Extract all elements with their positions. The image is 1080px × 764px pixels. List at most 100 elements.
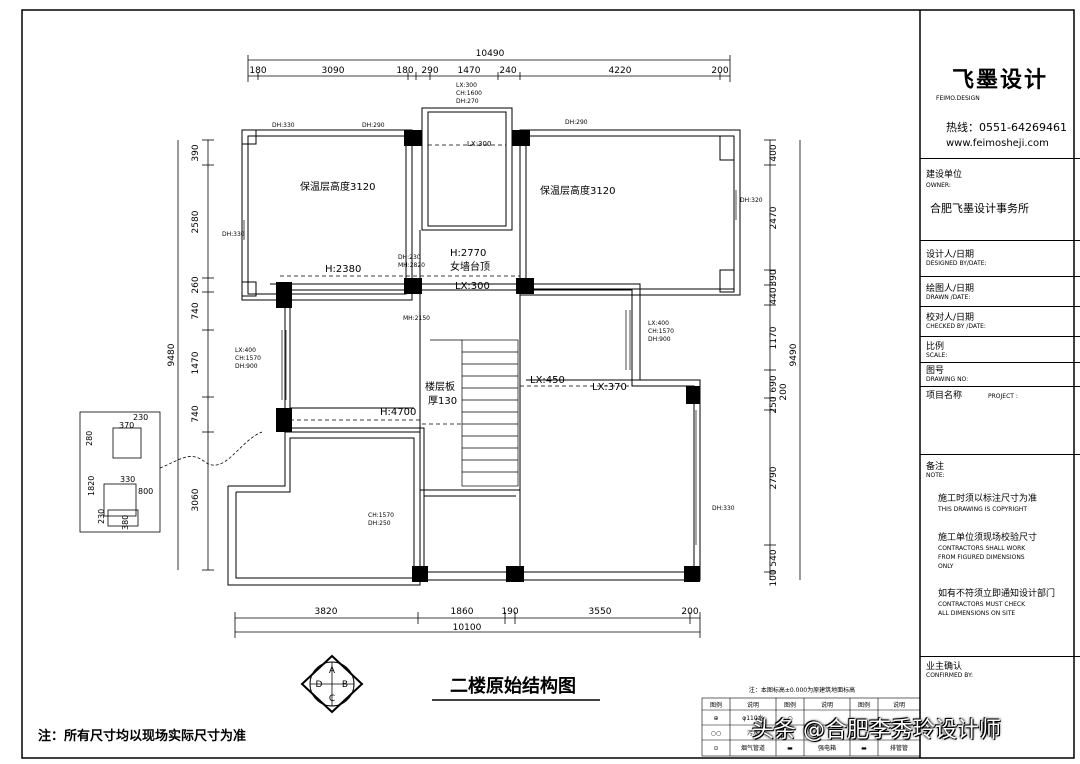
room-annotations: 保温层高度3120 保温层高度3120 H:2770 女墙台顶 H:2380 H… [222,119,763,512]
window-notes: LX:300 CH:1600 DH:270 LX:400 CH:1570 DH:… [235,82,674,527]
divider-project [920,386,1080,387]
detail-370: 370 [119,421,134,430]
dim-bottom-1: 3820 [315,607,338,617]
dim-right-1: 400 [769,144,779,161]
note3-en2: ALL DIMENSIONS ON SITE [938,610,1016,617]
note-label: 备注 [926,462,945,472]
note3-cn: 如有不符须立即通知设计部门 [938,589,1056,599]
legend-r3-c1: ⊙ [713,745,718,752]
note2-en2: FROM FIGURED DIMENSIONS [938,554,1025,561]
divider-drawn [920,276,1080,277]
divider-scale [920,336,1080,337]
dim-bottom-4: 3550 [589,607,612,617]
right-dimension-chain [764,139,801,580]
legend-r3-c6: 排管管 [890,744,908,752]
owner-value: 合肥飞墨设计事务所 [930,202,1029,215]
detail-380: 380 [121,515,130,530]
dim-right-3: 390 [769,269,779,286]
label-parapet: 女墙台顶 [450,260,490,273]
compass-b: B [342,680,348,690]
note-top-window-2: CH:1600 [456,90,482,97]
legend-h6: 说明 [893,701,905,709]
label-lx450: LX:450 [530,375,565,386]
label-dh290b: DH:290 [565,119,588,126]
note1-en: THIS DRAWING IS COPYRIGHT [938,506,1028,513]
owner-label-en: OWNER: [926,182,951,189]
dim-left-4: 740 [191,302,201,319]
project-label-en: PROJECT : [988,393,1018,400]
note3-en1: CONTRACTORS MUST CHECK [938,601,1026,608]
dim-right-10: 100 [769,569,779,586]
detail-inset [79,411,263,533]
checked-label: 校对人/日期 [926,313,975,323]
compass-d: D [316,680,323,690]
legend-h2: 说明 [747,701,759,709]
divider-drawing-no [920,362,1080,363]
label-h2380: H:2380 [325,264,361,275]
detail-230a: 230 [133,413,148,422]
legend-r3-c3: ▬ [787,745,793,752]
detail-280: 280 [85,431,94,446]
dim-top-segments: 180 3090 180 290 1470 240 4220 200 [249,66,728,76]
dim-left-1: 390 [191,144,201,161]
footnote: 注：所有尺寸均以现场实际尺寸为准 [38,729,247,744]
window-marks [243,190,737,545]
left-dimension-chain [177,139,214,571]
website: www.feimosheji.com [946,138,1049,149]
dim-left-5: 1470 [191,351,201,374]
dim-top-3: 180 [396,66,413,76]
note-left-window-1: LX:400 [235,347,256,354]
legend-r2-c2: 污水 [747,729,759,737]
sheet-border [21,9,1075,759]
legend-r3-c4: 强电箱 [818,744,836,752]
dim-bottom-total: 10100 [453,623,482,633]
checked-label-en: CHECKED BY /DATE: [926,323,986,330]
legend-r1-c2: φ110水 [742,714,763,722]
note-label-en: NOTE: [926,472,945,479]
note-dh230-2: MH:2820 [398,262,425,269]
dim-top-total: 10490 [476,49,505,59]
divider-confirm [920,656,1080,657]
compass-c: C [329,694,335,704]
label-slab-1: 楼层板 [425,380,455,393]
dim-left-total: 9480 [167,343,177,366]
legend-r3-c2: 烟气管道 [741,744,765,752]
drawing-no-label-en: DRAWING NO: [926,376,969,383]
scale-label: 比例 [926,342,945,352]
compass-a: A [329,666,336,676]
note-left-window-2: CH:1570 [235,355,261,362]
label-lx300-top: LX:300 [467,140,491,148]
label-dh330c: DH:330 [712,505,735,512]
note-top-window-1: LX:300 [456,82,477,89]
dim-right-4: 440 [769,287,779,304]
staircase [430,339,519,487]
detail-1820: 1820 [87,476,96,496]
note-right-window-2: CH:1570 [648,328,674,335]
project-label: 项目名称 [926,391,963,401]
dim-top-2: 3090 [322,66,345,76]
note-left-window-3: DH:900 [235,363,258,370]
detail-inset-labels: 230 370 280 330 800 1820 230 380 [85,413,153,530]
label-dh320: DH:320 [740,197,763,204]
note-dh230-1: DH:230 [398,254,421,261]
divider-checked [920,306,1080,307]
label-slab-2: 厚130 [428,395,457,407]
dim-right-6: 690 [769,375,779,392]
legend-r2-c1: ○○ [711,730,721,737]
hotline: 热线：0551-64269461 [946,121,1067,134]
owner-label: 建设单位 [926,170,963,180]
legend-r1-c3: ○ [787,715,792,722]
elevation-note: 注：本图标高±0.000为原建筑地面标高 [749,686,855,694]
beam-lines [280,144,690,425]
label-mh2150: MH:2150 [403,315,430,322]
confirm-label: 业主确认 [926,662,963,672]
dim-top-4: 290 [421,66,438,76]
dim-bottom-labels: 3820 1860 190 3550 200 10100 [315,607,699,633]
drawing-title: 二楼原始结构图 [450,676,576,697]
dim-right-8: 2790 [769,466,779,489]
note2-cn: 施工单位须现场校验尺寸 [938,533,1038,543]
detail-330: 330 [120,475,135,484]
scale-label-en: SCALE: [926,352,948,359]
dim-right-2: 2470 [769,206,779,229]
